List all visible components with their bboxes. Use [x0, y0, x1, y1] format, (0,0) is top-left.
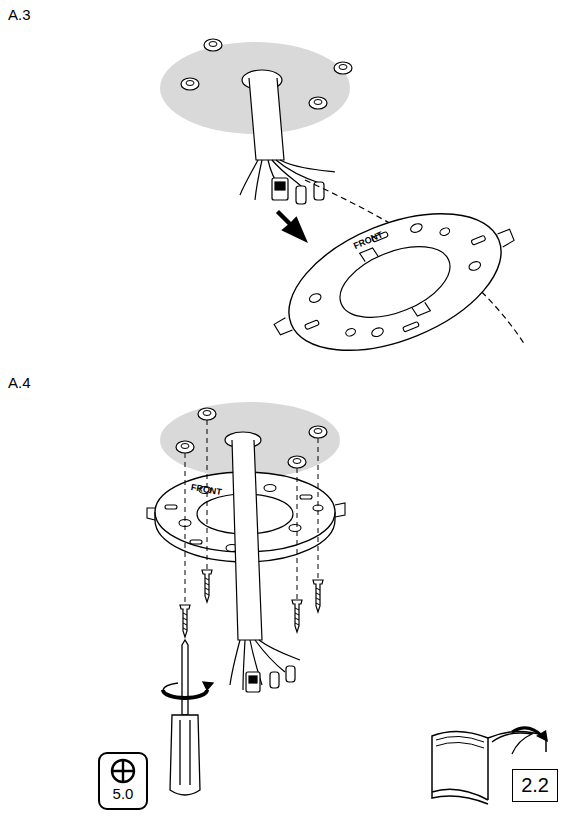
phillips-symbol	[100, 756, 146, 788]
step-number: A.3	[8, 6, 31, 23]
mounting-bracket-a3	[255, 181, 534, 384]
manual-reference: 2.2	[428, 722, 562, 806]
cable-a3	[240, 78, 335, 204]
move-arrow	[278, 212, 305, 240]
tool-size-icon: 5.0	[98, 752, 148, 810]
section-number: 2.2	[512, 769, 558, 802]
tool-size: 5.0	[100, 754, 146, 802]
step-number: A.4	[8, 374, 31, 391]
screwdriver	[163, 640, 213, 795]
screws	[180, 570, 323, 637]
cable-a4	[230, 440, 300, 692]
screw-guide-lines	[185, 420, 318, 605]
